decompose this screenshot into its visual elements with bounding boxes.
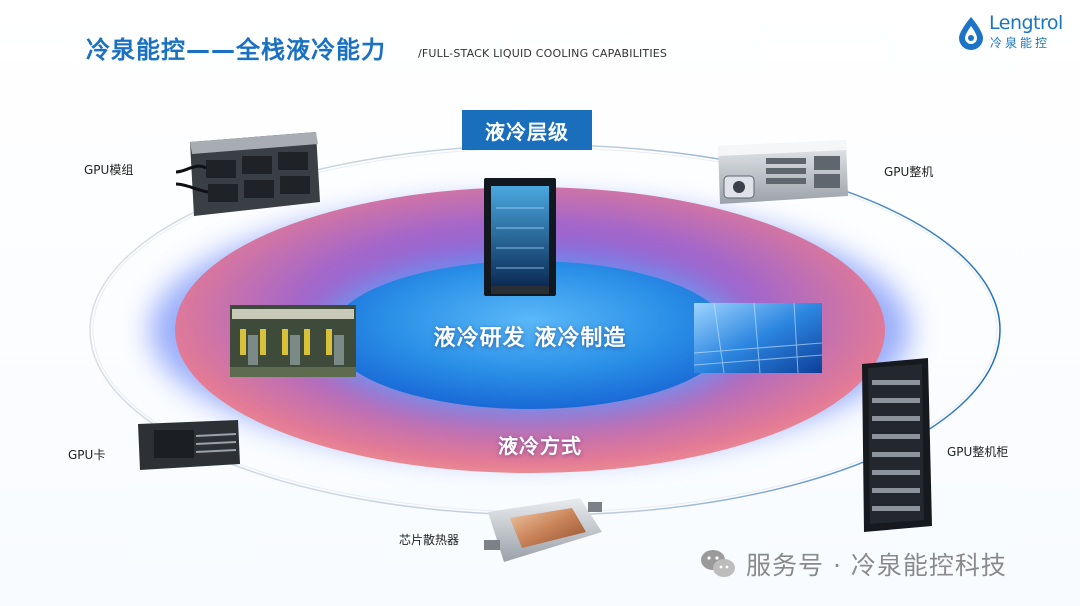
company-logo: Lengtrol 冷泉能控 [956, 12, 1066, 52]
server-board-image [230, 305, 356, 377]
gpu-module-image [176, 132, 320, 216]
rd-ring [330, 261, 730, 409]
liquid-cooling-cabinet-image [484, 178, 556, 296]
droplet-icon [959, 17, 983, 50]
cooling-level-badge: 液冷层级 [462, 110, 592, 150]
gpu-server-image [718, 140, 848, 204]
chip-heatsink-image [484, 498, 602, 562]
wechat-watermark: 服务号 · 冷泉能控科技 [700, 542, 1007, 586]
page-subtitle: /FULL-STACK LIQUID COOLING CAPABILITIES [418, 47, 668, 60]
gpu-rack-image [862, 358, 932, 532]
rd-manufacturing-label: 液冷研发 液冷制造 [433, 326, 627, 351]
gpu-card-image [138, 420, 240, 470]
gpu-module-label: GPU模组 [84, 163, 134, 177]
wechat-icon [701, 550, 735, 577]
watermark-text: 服务号 · 冷泉能控科技 [746, 551, 1007, 580]
gpu-rack-label: GPU整机柜 [947, 445, 1009, 459]
page-title: 冷泉能控——全栈液冷能力 [86, 36, 386, 64]
logo-chinese: 冷泉能控 [990, 36, 1051, 50]
logo-wordmark: Lengtrol [989, 12, 1063, 34]
lab-facility-image [694, 303, 822, 373]
cooling-method-label: 液冷方式 [498, 434, 582, 458]
gpu-card-label: GPU卡 [68, 448, 106, 462]
chip-heatsink-label: 芯片散热器 [399, 533, 460, 547]
gpu-server-label: GPU整机 [884, 165, 934, 179]
